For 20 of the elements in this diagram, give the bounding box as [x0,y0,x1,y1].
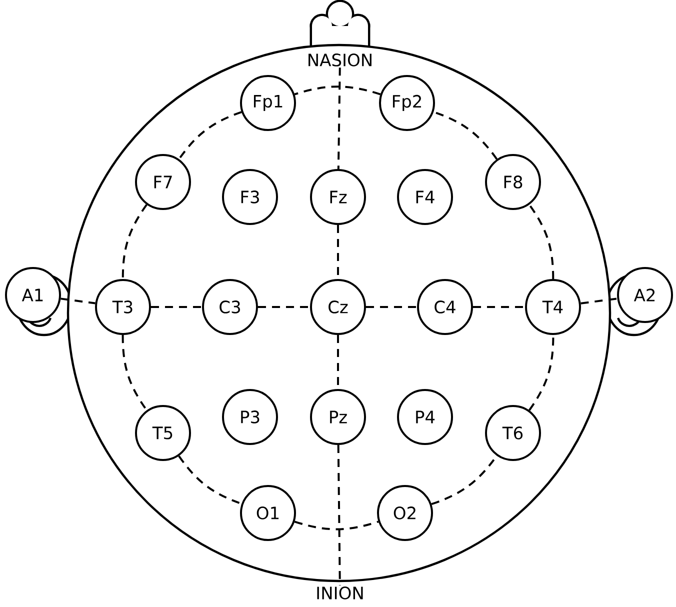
dashed-line [433,111,498,160]
landmark-label: INION [314,586,366,600]
dashed-line [122,334,148,411]
node-label: A2 [634,288,655,302]
dashed-line [151,306,202,308]
dashed-line [294,520,379,530]
dashed-line [473,306,525,308]
dashed-line [60,298,96,304]
dashed-line [528,334,554,411]
dashed-line [178,455,242,505]
dashed-line [122,204,148,279]
dashed-line [366,306,417,308]
dashed-line [178,111,242,160]
dashed-line [337,444,341,586]
dashed-line [258,306,310,308]
dashed-line [580,298,618,304]
dashed-line [528,204,554,279]
dashed-line [294,86,381,96]
landmark-label: NASION [306,52,374,68]
dashed-line [337,68,341,169]
